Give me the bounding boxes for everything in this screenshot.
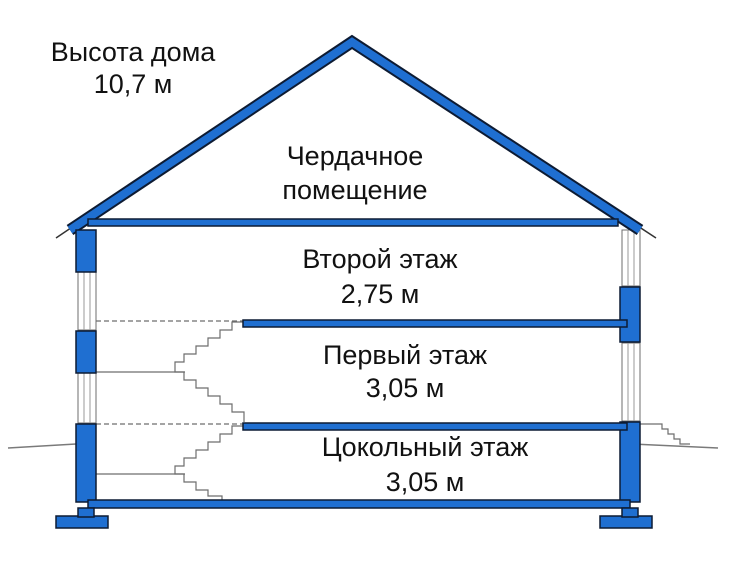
second-floor-height: 2,75 м [340, 279, 420, 309]
basement-floor-label: Цокольный этаж [321, 432, 529, 462]
floor-slabs [87, 319, 631, 509]
staircase-lower [174, 425, 245, 501]
first-floor-height: 3,05 м [365, 373, 445, 403]
second-floor-label: Второй этаж [302, 244, 458, 274]
window-openings [77, 229, 641, 424]
staircase-upper [174, 321, 245, 422]
ground-line [7, 443, 719, 449]
basement-floor-height: 3,05 м [385, 467, 465, 497]
left-wall [75, 229, 97, 503]
attic-floor-slab [87, 218, 619, 227]
landing-dashed-lines [96, 320, 245, 425]
attic-label-line2: помещение [282, 175, 428, 205]
attic-label: Чердачное [286, 141, 424, 171]
exterior-steps [640, 423, 690, 445]
foundation-footings [55, 507, 653, 529]
right-wall [619, 286, 641, 503]
first-floor-label: Первый этаж [322, 340, 488, 370]
house-height-value: 10,7 м [93, 69, 173, 99]
house-height-title: Высота дома [50, 37, 216, 67]
